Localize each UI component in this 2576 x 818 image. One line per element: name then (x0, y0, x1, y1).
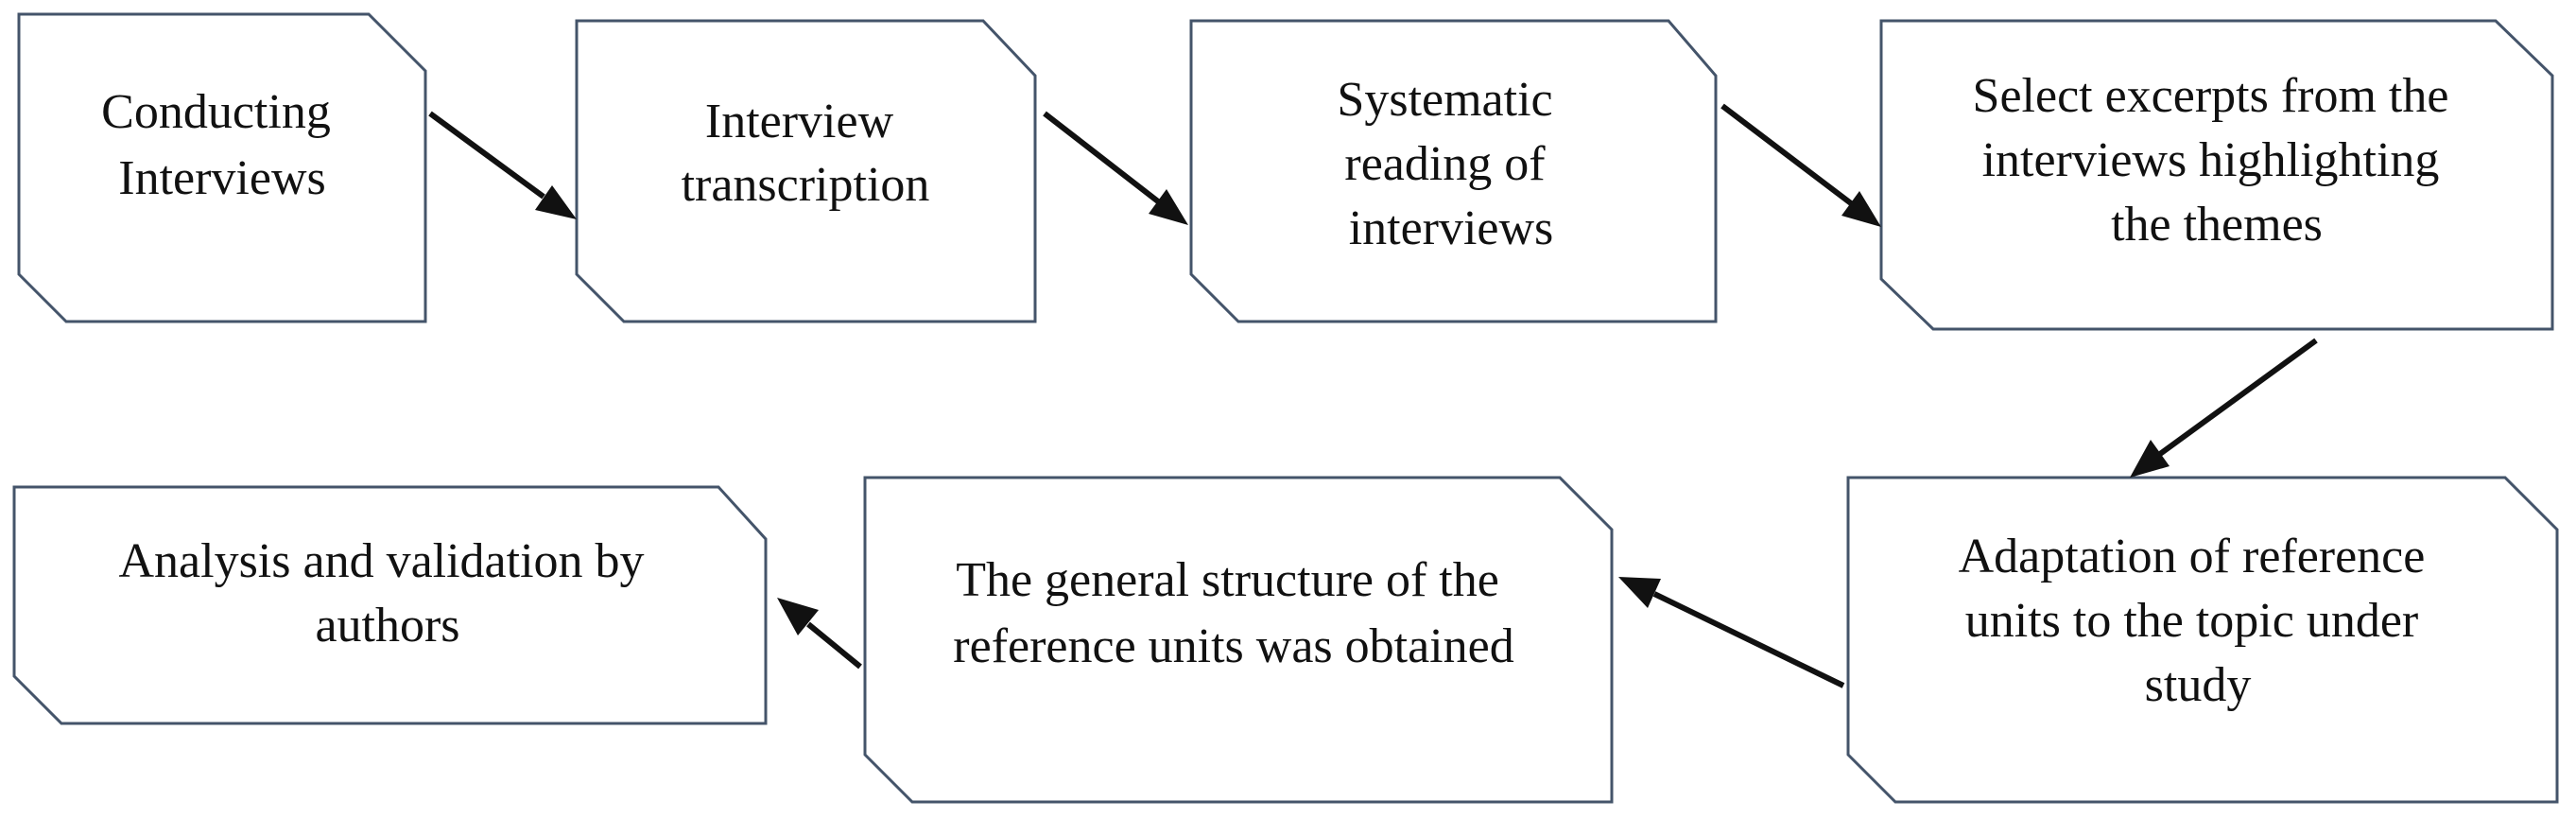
step-box-analysis-validation: Analysis and validation by authors (12, 485, 768, 725)
step-line: The general structure of the (956, 553, 1499, 607)
step-line: Interviews (118, 151, 325, 205)
step-shape-interview-transcription (575, 19, 1037, 323)
step-text-select-excerpts: Select excerpts from the interviews high… (1973, 69, 2462, 252)
arrow-4-to-5 (2130, 338, 2318, 478)
step-text-general-structure: The general structure of the reference u… (953, 553, 1513, 673)
step-line: transcription (682, 158, 930, 212)
step-line: Interview (705, 95, 894, 148)
arrow-1-to-2 (428, 111, 577, 219)
step-text-adaptation-reference-units: Adaptation of reference units to the top… (1959, 530, 2438, 712)
arrow-6-to-7 (777, 598, 862, 670)
step-line: reference units was obtained (953, 619, 1513, 673)
step-line: the themes (2111, 198, 2323, 252)
step-shape-systematic-reading (1189, 19, 1718, 323)
arrow-5-to-6 (1618, 577, 1845, 688)
step-line: Systematic (1337, 73, 1552, 127)
step-line: Select excerpts from the (1973, 69, 2449, 123)
step-line: study (2145, 658, 2252, 712)
step-shape-conducting-interviews (17, 12, 427, 323)
step-text-systematic-reading: Systematic reading of interviews (1337, 73, 1565, 255)
step-box-general-structure: The general structure of the reference u… (863, 476, 1614, 804)
arrow-3-to-4 (1720, 103, 1881, 227)
step-shape-adaptation-reference-units (1846, 476, 2559, 804)
arrow-2-to-3 (1043, 111, 1188, 225)
step-box-systematic-reading: Systematic reading of interviews (1189, 19, 1718, 323)
step-line: interviews (1349, 201, 1554, 255)
step-line: Adaptation of reference (1959, 530, 2426, 583)
step-line: authors (315, 599, 459, 653)
step-line: Analysis and validation by (118, 534, 644, 588)
step-box-select-excerpts: Select excerpts from the interviews high… (1879, 19, 2554, 331)
step-box-adaptation-reference-units: Adaptation of reference units to the top… (1846, 476, 2559, 804)
step-line: Conducting (101, 85, 331, 139)
step-text-analysis-validation: Analysis and validation by authors (118, 534, 656, 653)
step-box-conducting-interviews: Conducting Interviews (17, 12, 427, 323)
step-line: interviews highlighting (1982, 133, 2440, 187)
step-text-interview-transcription: Interview transcription (682, 95, 930, 212)
step-line: reading of (1344, 137, 1546, 191)
step-shape-select-excerpts (1879, 19, 2554, 331)
step-shape-general-structure (863, 476, 1614, 804)
step-text-conducting-interviews: Conducting Interviews (101, 85, 343, 205)
step-line: units to the topic under (1965, 594, 2418, 648)
step-shape-analysis-validation (12, 485, 768, 725)
step-box-interview-transcription: Interview transcription (575, 19, 1037, 323)
